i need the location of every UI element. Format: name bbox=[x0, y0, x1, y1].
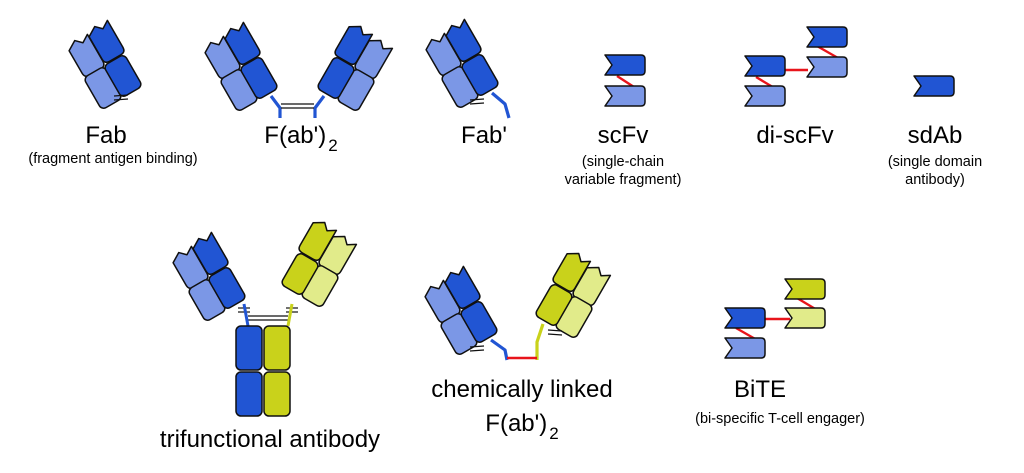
scfv-diagram bbox=[604, 54, 646, 107]
fab-description: (fragment antigen binding) bbox=[28, 151, 198, 167]
trifunctional-antibody-diagram bbox=[169, 216, 358, 417]
bite-diagram bbox=[724, 278, 826, 359]
fab2-label-main: F(ab') bbox=[264, 122, 327, 149]
fab-prime-diagram bbox=[422, 17, 511, 119]
scfv-description: (single-chain variable fragment) bbox=[540, 153, 706, 189]
fab2-label-subscript: 2 bbox=[328, 136, 338, 155]
chemically-linked-label-line1: chemically linked bbox=[431, 376, 613, 403]
chemically-linked-label-main: F(ab') bbox=[485, 410, 548, 437]
bite-description: (bi-specific T-cell engager) bbox=[695, 411, 865, 427]
di-scfv-label: di-scFv bbox=[756, 122, 834, 149]
sdab-description-line1: (single domain bbox=[887, 154, 983, 170]
chemically-linked-fab2-diagram bbox=[421, 247, 612, 361]
sdab-diagram bbox=[913, 75, 955, 97]
chemically-linked-label-line2: F(ab')2 bbox=[400, 410, 644, 443]
sdab-description-line2: antibody) bbox=[905, 172, 965, 188]
fab2-diagram bbox=[201, 20, 394, 118]
fab-prime-label: Fab' bbox=[461, 122, 507, 149]
scfv-description-line2: variable fragment) bbox=[564, 172, 682, 188]
fab-label: Fab bbox=[85, 122, 127, 149]
scfv-label: scFv bbox=[597, 122, 649, 149]
fab-diagram bbox=[65, 18, 144, 111]
sdab-label: sdAb bbox=[907, 122, 963, 149]
scfv-description-line1: (single-chain bbox=[581, 154, 665, 170]
di-scfv-diagram bbox=[744, 26, 848, 107]
chemically-linked-fab2-label: chemically linked F(ab')2 bbox=[400, 376, 644, 443]
sdab-description: (single domain antibody) bbox=[862, 153, 1008, 189]
disulfide-bond bbox=[113, 94, 129, 101]
trifunctional-antibody-label: trifunctional antibody bbox=[159, 426, 381, 453]
chemically-linked-label-subscript: 2 bbox=[549, 424, 559, 443]
fab2-label: F(ab')2 bbox=[236, 122, 366, 155]
bite-label: BiTE bbox=[733, 376, 786, 403]
